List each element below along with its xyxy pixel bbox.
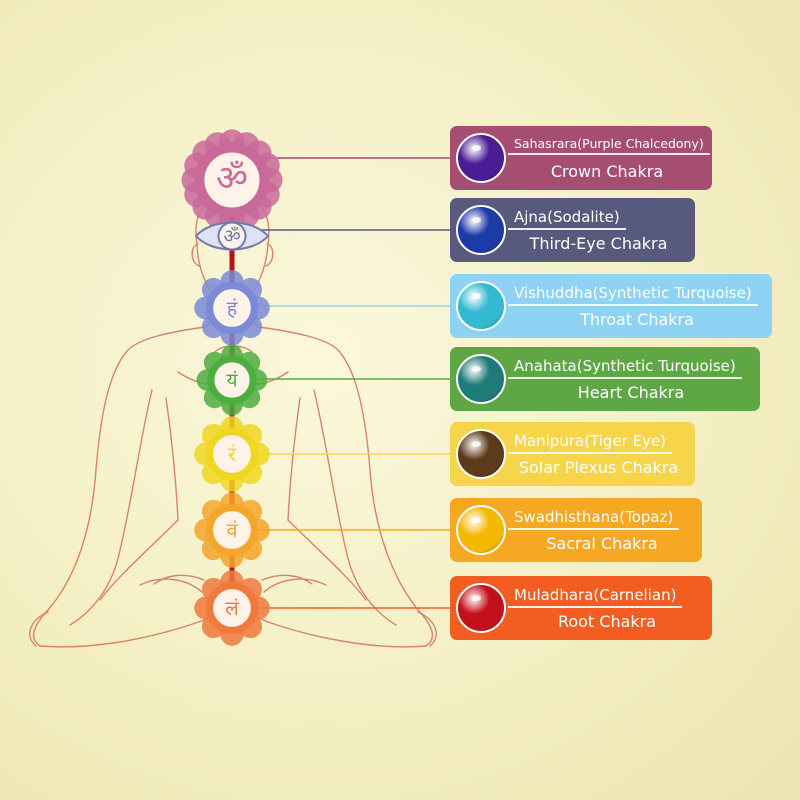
ham-ksham-icon: ॐ — [194, 221, 270, 251]
stone-name-label: Muladhara(Carnelian) — [508, 586, 683, 608]
chakra-label-card: Manipura(Tiger Eye) Solar Plexus Chakra — [450, 422, 695, 486]
gemstone-bead-icon — [456, 281, 506, 331]
yam-icon: यं — [196, 344, 268, 416]
gemstone-bead-icon — [456, 133, 506, 183]
svg-text:हं: हं — [227, 296, 238, 320]
chakra-label-card: Anahata(Synthetic Turquoise) Heart Chakra — [450, 347, 760, 411]
chakra-label-card: Ajna(Sodalite) Third-Eye Chakra — [450, 198, 695, 262]
stone-name-label: Manipura(Tiger Eye) — [508, 432, 673, 454]
stone-name-label: Swadhisthana(Topaz) — [508, 508, 680, 530]
om-icon: ॐ — [181, 129, 283, 231]
svg-text:वं: वं — [226, 518, 238, 542]
chakra-name-label: Solar Plexus Chakra — [518, 458, 679, 477]
gemstone-bead-icon — [456, 505, 506, 555]
ram-icon: रं — [194, 416, 270, 492]
stone-name-label: Vishuddha(Synthetic Turquoise) — [508, 284, 758, 306]
chakra-label-card: Muladhara(Carnelian) Root Chakra — [450, 576, 712, 640]
stone-name-label: Ajna(Sodalite) — [508, 208, 626, 230]
svg-text:यं: यं — [226, 370, 238, 392]
chakra-name-label: Heart Chakra — [577, 383, 685, 402]
svg-text:रं: रं — [228, 442, 237, 466]
gemstone-bead-icon — [456, 583, 506, 633]
svg-text:ॐ: ॐ — [216, 159, 248, 199]
gemstone-bead-icon — [456, 354, 506, 404]
chakra-label-card: Swadhisthana(Topaz) Sacral Chakra — [450, 498, 702, 562]
chakra-name-label: Crown Chakra — [550, 162, 664, 181]
stone-name-label: Anahata(Synthetic Turquoise) — [508, 357, 742, 379]
chakra-name-label: Root Chakra — [557, 612, 657, 631]
svg-text:लं: लं — [225, 596, 239, 620]
stone-name-label: Sahasrara(Purple Chalcedony) — [508, 136, 710, 155]
meditating-figure-outline — [29, 195, 437, 648]
chakra-name-label: Throat Chakra — [580, 310, 694, 329]
gemstone-bead-icon — [456, 429, 506, 479]
chakra-name-label: Third-Eye Chakra — [529, 234, 668, 253]
chakra-label-card: Sahasrara(Purple Chalcedony) Crown Chakra — [450, 126, 712, 190]
chakra-label-card: Vishuddha(Synthetic Turquoise) Throat Cha… — [450, 274, 772, 338]
lam-icon: लं — [194, 570, 270, 646]
ham-icon: हं — [194, 270, 270, 346]
gemstone-bead-icon — [456, 205, 506, 255]
svg-text:ॐ: ॐ — [223, 226, 240, 248]
vam-icon: वं — [194, 492, 270, 568]
chakra-name-label: Sacral Chakra — [546, 534, 658, 553]
